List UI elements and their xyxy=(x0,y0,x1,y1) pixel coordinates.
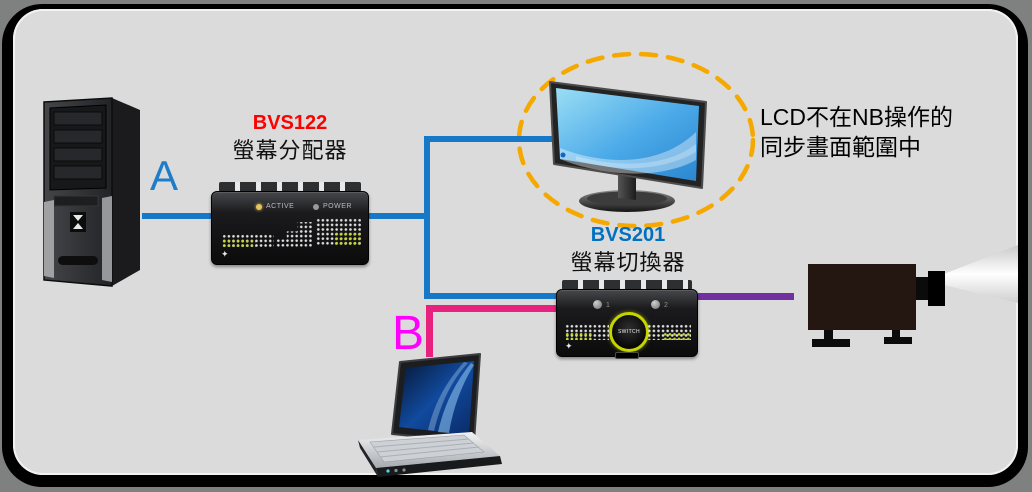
switch-button-label: SWITCH xyxy=(617,329,641,335)
drive-bay xyxy=(53,147,103,162)
cable-laptop-to-switcher xyxy=(426,305,558,312)
power-button-icon xyxy=(73,215,83,221)
screen-swoosh-2 xyxy=(576,144,696,169)
rear-foot-base xyxy=(884,337,912,344)
cable-to-switcher xyxy=(428,293,558,299)
port2-led xyxy=(651,300,660,309)
drive-bay xyxy=(53,129,103,144)
input-a-label: A xyxy=(150,152,179,199)
lens-mount xyxy=(916,277,928,300)
lcd-note-line1: LCD不在NB操作的 xyxy=(760,104,953,130)
cable-laptop-riser xyxy=(426,305,433,357)
projector-lens xyxy=(928,271,945,306)
splitter-name: 螢幕分配器 xyxy=(232,138,348,163)
splitter-body: ACTIVE POWER ✦ xyxy=(211,191,369,265)
switcher-device-bvs201: 1 2 SWITCH ✦ xyxy=(556,278,698,359)
diagram-panel xyxy=(13,9,1018,475)
port1-label: 1 xyxy=(606,302,610,309)
front-port xyxy=(394,468,398,473)
led-matrix-green xyxy=(663,332,691,340)
cable-switcher-to-projector xyxy=(698,293,794,300)
front-port xyxy=(402,468,406,472)
led-matrix-green xyxy=(565,332,593,340)
front-trim-right xyxy=(102,196,112,282)
projector xyxy=(808,245,1018,347)
lcd-highlight-oval xyxy=(516,51,756,229)
switcher-name: 螢幕切換器 xyxy=(570,250,686,275)
splitter-title: BVS122 螢幕分配器 xyxy=(208,112,372,163)
lcd-monitor xyxy=(549,81,707,212)
cable-to-monitor xyxy=(428,136,554,142)
lcd-note-line2: 同步畫面範圍中 xyxy=(760,134,921,160)
key-row xyxy=(373,438,470,448)
led-matrix-green xyxy=(222,239,256,247)
splitter-device-bvs122: ACTIVE POWER ✦ xyxy=(211,180,369,265)
laptop-nb xyxy=(358,353,502,477)
led-matrix-green xyxy=(334,232,362,246)
monitor-power-led xyxy=(560,152,566,158)
front-foot-base xyxy=(812,339,850,347)
port1-led xyxy=(593,300,602,309)
bottom-slot xyxy=(615,352,639,359)
power-led xyxy=(313,204,319,210)
screen-aurora-2 xyxy=(428,362,468,431)
switcher-model: BVS201 xyxy=(590,224,666,246)
switch-button: SWITCH xyxy=(609,312,649,352)
splitter-model: BVS122 xyxy=(252,112,328,134)
front-trim-left xyxy=(44,200,54,278)
power-button-icon xyxy=(73,223,83,229)
rear-foot-stem xyxy=(892,330,900,338)
screen-swoosh xyxy=(560,132,696,174)
vga-connectors-row xyxy=(562,280,692,290)
front-grille xyxy=(58,256,98,265)
drive-bay xyxy=(53,111,103,126)
port2-label: 2 xyxy=(664,302,668,309)
dashed-ellipse xyxy=(516,51,756,229)
key-row xyxy=(379,446,480,458)
lcd-note: LCD不在NB操作的 同步畫面範圍中 xyxy=(760,102,953,162)
vga-connectors-row xyxy=(219,182,361,192)
active-led xyxy=(256,204,262,210)
light-beam xyxy=(944,245,1018,303)
brand-logo: ✦ xyxy=(565,341,573,351)
screen-aurora xyxy=(438,363,474,433)
switcher-title: BVS201 螢幕切換器 xyxy=(544,224,712,275)
cable-pc-to-splitter xyxy=(142,213,212,219)
front-foot-stem xyxy=(824,330,833,340)
laptop-front-edge xyxy=(376,456,502,477)
front-port-led xyxy=(386,469,390,473)
power-led-label: POWER xyxy=(323,203,352,210)
desktop-pc-tower xyxy=(43,97,140,287)
power-button-plate xyxy=(70,212,86,232)
input-b-label: B xyxy=(392,307,425,360)
monitor-screen xyxy=(556,88,699,181)
projector-body xyxy=(808,264,916,330)
switcher-body: 1 2 SWITCH ✦ xyxy=(556,289,698,359)
fdd-slot xyxy=(53,195,99,207)
cable-splitter-trunk xyxy=(424,136,430,299)
tower-side xyxy=(112,98,140,286)
active-led-label: ACTIVE xyxy=(266,203,295,210)
laptop-screen xyxy=(399,361,474,435)
led-matrix-stair xyxy=(276,222,312,247)
brand-logo: ✦ xyxy=(221,249,229,259)
laptop-left-edge xyxy=(358,440,378,477)
key-row xyxy=(376,442,475,453)
drive-bay xyxy=(53,165,103,180)
cable-splitter-output xyxy=(366,213,428,219)
